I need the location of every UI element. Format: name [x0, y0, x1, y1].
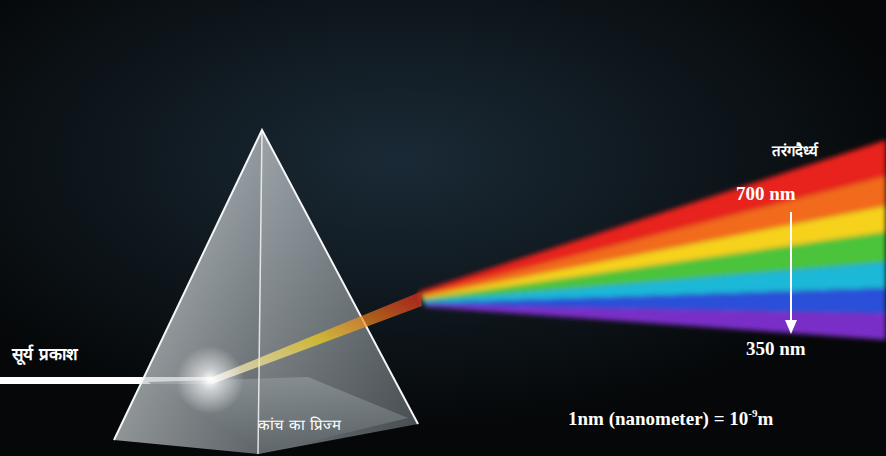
wavelength-arrow: [790, 212, 792, 322]
unit-text: m: [757, 408, 773, 430]
unit-text: 1nm (nanometer) = 10: [568, 408, 748, 430]
arrow-head: [785, 320, 797, 334]
wavelength-title: तरंगदैर्ध्य: [772, 140, 818, 160]
spectrum-fan: [418, 140, 886, 340]
wavelength-value: 700 nm: [736, 183, 796, 205]
wavelength-value: 350 nm: [746, 338, 806, 360]
glass-prism: कांच का प्रिज्म: [108, 122, 428, 456]
prism-shape: [108, 122, 428, 456]
unit-note: 1nm (nanometer) = 10-9m: [568, 408, 773, 430]
prism-label: कांच का प्रिज्म: [258, 414, 341, 434]
sunlight-label: सूर्य प्रकाश: [12, 342, 78, 365]
exponent: -9: [748, 407, 757, 419]
